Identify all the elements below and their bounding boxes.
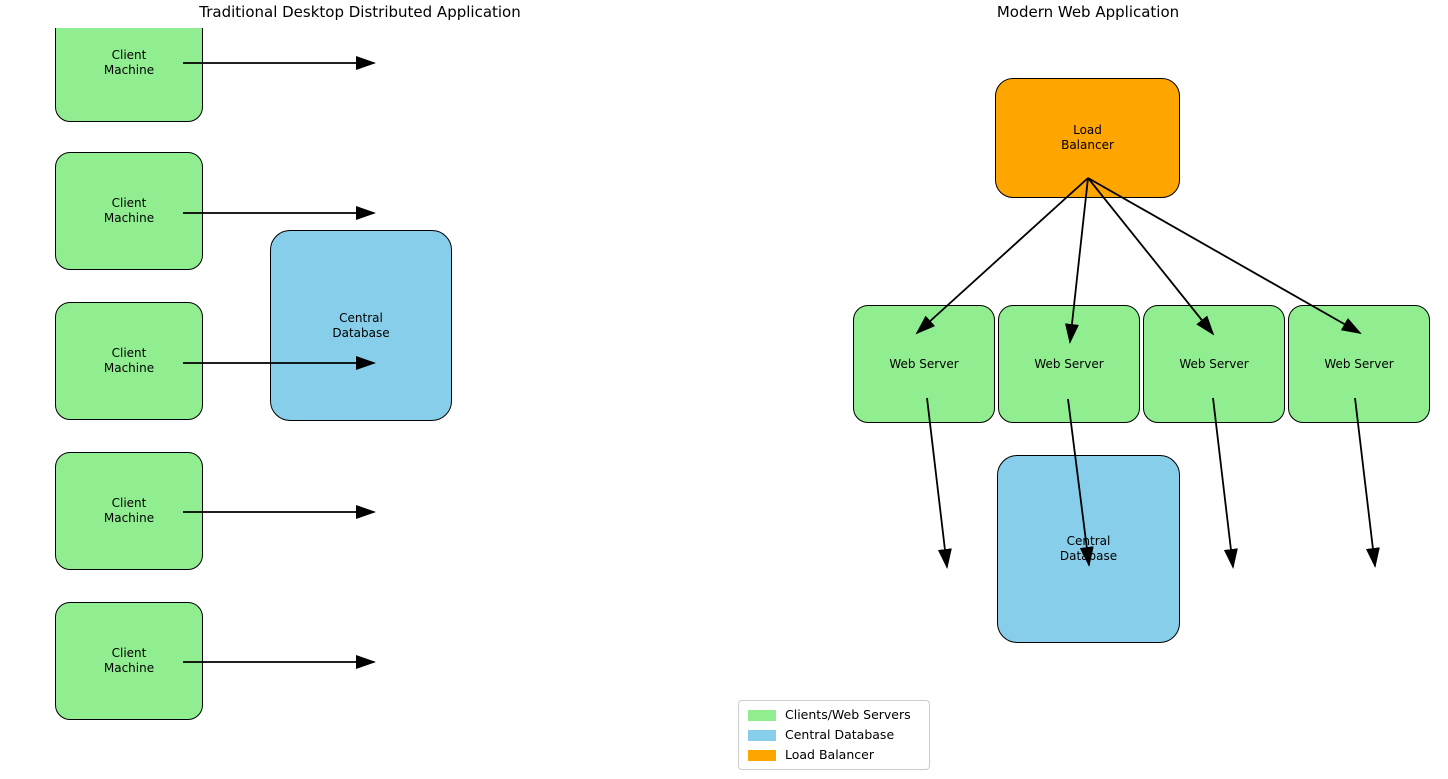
- right-panel-title: Modern Web Application: [996, 3, 1180, 21]
- left-panel-title: Traditional Desktop Distributed Applicat…: [199, 3, 521, 21]
- web-server-1-label: Web Server: [889, 356, 959, 371]
- central-database-label: Central Database: [785, 727, 895, 742]
- right-central-database-box: Central Database: [997, 455, 1180, 643]
- client-machine-2-box: Client Machine: [55, 152, 203, 270]
- client-machine-1-box: Client Machine: [55, 28, 203, 122]
- legend-row-database: Central Database: [748, 728, 920, 742]
- web-server-4-label: Web Server: [1324, 356, 1394, 371]
- client-machine-5-label: Client Machine: [103, 646, 155, 675]
- web-server-3-label: Web Server: [1179, 356, 1249, 371]
- clients-web-servers-label: Clients/Web Servers: [785, 707, 911, 722]
- central-database-swatch: [748, 729, 776, 741]
- web-server-4-box: Web Server: [1288, 305, 1430, 423]
- arrow-ws-3-down: [1212, 397, 1238, 569]
- right-central-database-label: Central Database: [1059, 534, 1118, 563]
- web-server-2-box: Web Server: [998, 305, 1140, 423]
- client-machine-4-label: Client Machine: [103, 496, 155, 525]
- arrow-ws-1-down: [926, 397, 952, 569]
- left-central-database-box: Central Database: [270, 230, 452, 421]
- load-balancer-swatch: [748, 749, 776, 761]
- web-server-1-box: Web Server: [853, 305, 995, 423]
- load-balancer-box: Load Balancer: [995, 78, 1180, 198]
- arrow-ws-4-down: [1354, 397, 1380, 568]
- legend-row-load-balancer: Load Balancer: [748, 748, 920, 762]
- legend: Clients/Web Servers Central Database Loa…: [738, 700, 930, 770]
- web-server-3-box: Web Server: [1143, 305, 1285, 423]
- client-machine-3-label: Client Machine: [103, 346, 155, 375]
- load-balancer-label: Load Balancer: [1061, 123, 1114, 152]
- load-balancer-legend-label: Load Balancer: [785, 747, 874, 762]
- client-machine-3-box: Client Machine: [55, 302, 203, 420]
- client-machine-4-box: Client Machine: [55, 452, 203, 570]
- left-central-database-label: Central Database: [332, 310, 390, 340]
- client-machine-5-box: Client Machine: [55, 602, 203, 720]
- client-machine-2-label: Client Machine: [103, 196, 155, 225]
- legend-row-clients: Clients/Web Servers: [748, 708, 920, 722]
- client-machine-1-clip: Client Machine: [55, 28, 203, 123]
- client-machine-1-label: Client Machine: [103, 48, 155, 77]
- web-server-2-label: Web Server: [1034, 356, 1104, 371]
- clients-web-servers-swatch: [748, 709, 776, 721]
